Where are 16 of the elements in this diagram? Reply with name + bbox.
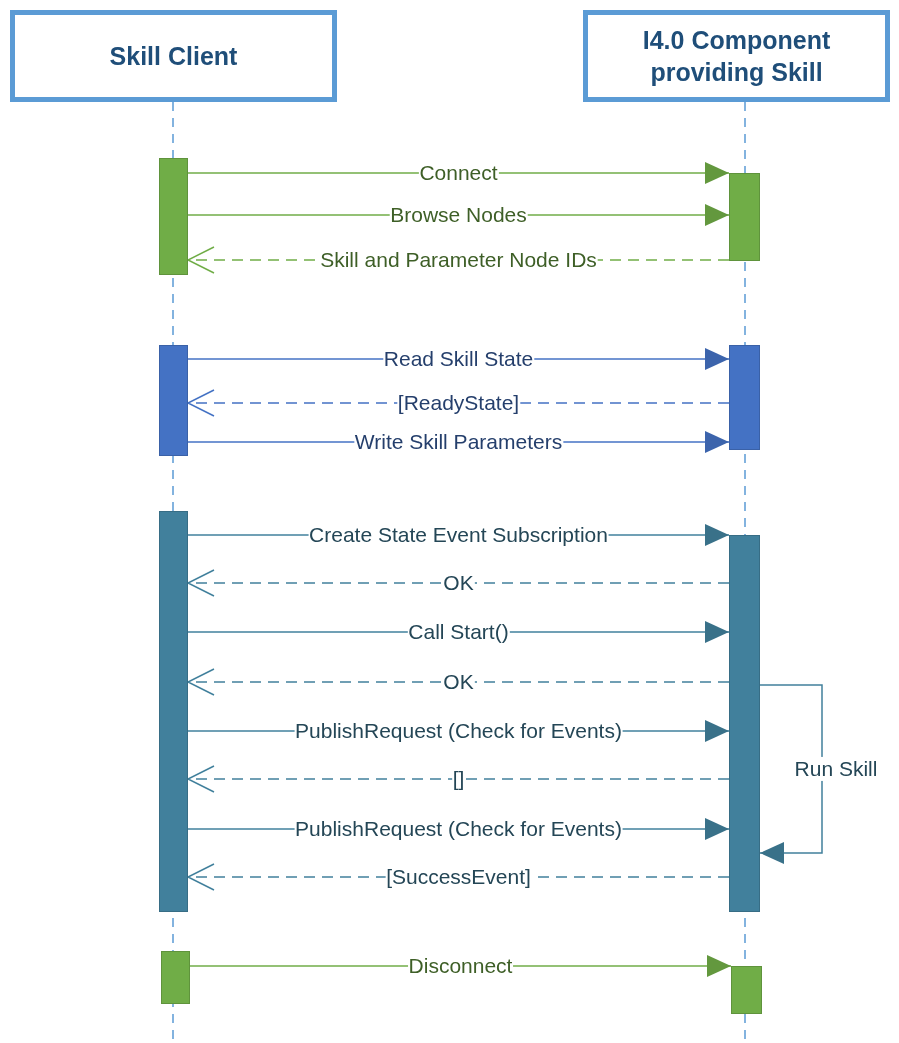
activation-bar bbox=[729, 173, 760, 261]
message-arrow bbox=[187, 162, 730, 184]
activation-bar bbox=[161, 951, 190, 1004]
activation-bar bbox=[159, 345, 188, 456]
lifeline-header-box: I4.0 Component providing Skill bbox=[583, 10, 890, 102]
message-arrow bbox=[759, 684, 823, 864]
activation-bar bbox=[159, 511, 188, 912]
activation-bar bbox=[731, 966, 762, 1014]
return-message-arrow bbox=[187, 569, 730, 597]
activation-bar bbox=[729, 535, 760, 912]
edge-label: Run Skill bbox=[793, 756, 879, 782]
return-message-arrow bbox=[187, 668, 730, 696]
return-message-arrow bbox=[187, 765, 730, 793]
activation-bar bbox=[729, 345, 760, 450]
lifeline-header-box: Skill Client bbox=[10, 10, 337, 102]
activation-bar bbox=[159, 158, 188, 275]
